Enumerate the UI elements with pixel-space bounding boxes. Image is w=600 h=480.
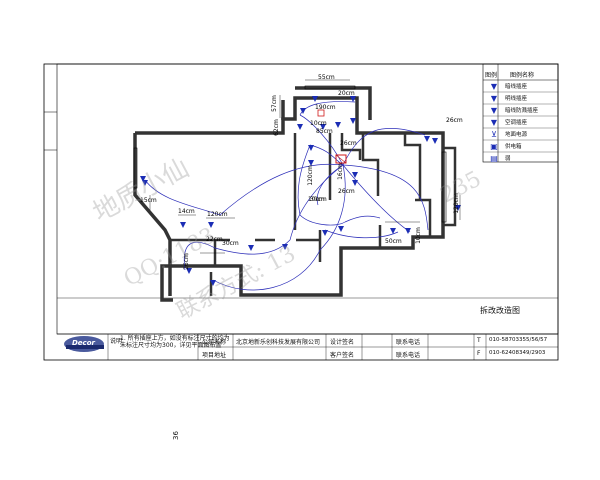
floor-plan-walls	[133, 86, 457, 302]
dim-label-85: 85cm	[316, 128, 333, 135]
notes-text-1: 1. 所有插座上方，如没有标注尺寸的均为	[120, 335, 230, 342]
dim-label-20: 20cm	[338, 90, 355, 97]
project-address-label: 项目地址	[202, 352, 227, 359]
company-logo	[64, 336, 104, 352]
legend-item: ▼ 明线插座	[487, 92, 557, 104]
legend-symbol-icon: ▣	[490, 141, 498, 151]
outlet-symbols	[140, 96, 461, 286]
legend-item: ▼ 暗线防溅插座	[487, 104, 557, 116]
dim-label-14: 14cm	[178, 208, 195, 215]
legend-item: ▣ 供电箱	[487, 140, 557, 152]
dim-label-57: 57cm	[270, 95, 278, 112]
phone-number-2: 010-62408349/2903	[489, 350, 546, 356]
legend-item-label: 地面电源	[505, 132, 528, 138]
legend-symbol-icon: ▼	[490, 117, 498, 127]
legend-symbol-icon: ▼	[490, 81, 498, 91]
legend-symbol-icon: ⊻	[491, 129, 497, 139]
dim-label-30b: 30cm	[222, 240, 239, 247]
logo-text: Decor	[72, 339, 95, 347]
dim-label-22: 22cm	[206, 236, 223, 243]
notes-text-2: 未标注尺寸均为300，详见平面图布置	[120, 342, 222, 349]
legend-item-label: 暗线防溅插座	[505, 108, 539, 114]
project-name-label: 公司名称	[202, 339, 227, 346]
legend-header-left: 图例	[485, 72, 498, 79]
dim-label-26c: 26cm	[338, 188, 355, 195]
legend-item: ▼ 空调插座	[487, 116, 557, 128]
company-name: 北京地新乐创科技发展有限公司	[236, 339, 321, 346]
legend-box	[482, 63, 559, 163]
client-label: 客户签名	[330, 352, 355, 359]
legend-item-label: 空调插座	[505, 120, 528, 126]
dim-label-30a: 30cm	[310, 196, 327, 203]
dim-label-10a: 10cm	[310, 120, 327, 127]
dimension-lines	[149, 79, 461, 254]
designer-label: 设计签名	[330, 339, 355, 346]
dim-label-120c: 120cm	[452, 193, 460, 214]
title-block	[57, 297, 558, 360]
drawing-title: 拆改改造图	[480, 306, 520, 315]
dim-label-10c: 10cm	[308, 196, 325, 203]
dim-label-55: 55cm	[318, 74, 335, 81]
fax-label: F	[477, 350, 481, 357]
legend-item: ▼ 暗线插座	[487, 80, 557, 92]
dim-label-120a: 120cm	[306, 165, 314, 186]
legend-symbol-icon: ▼	[490, 105, 498, 115]
window-marks	[133, 85, 447, 223]
dim-label-26b: 26cm	[340, 140, 357, 147]
margin-mark: 36	[171, 431, 180, 440]
legend-item-label: 明线插座	[505, 96, 528, 102]
phone-label-1: 联系电话	[396, 339, 421, 346]
phone-label-2: 联系电话	[396, 352, 421, 359]
legend-symbol-icon: ▤	[490, 153, 498, 163]
legend-symbol-icon: ▼	[490, 93, 498, 103]
dim-label-120b: 120cm	[207, 211, 228, 218]
tel-label: T	[477, 337, 481, 344]
legend-item: ▤弱	[487, 152, 557, 164]
dim-label-16: 16cm	[336, 163, 344, 180]
legend-item: ⊻ 地面电源	[487, 128, 557, 140]
notes-label: 说明	[110, 338, 123, 345]
dim-label-50: 50cm	[385, 238, 402, 245]
legend-item-label: 暗线插座	[505, 84, 528, 90]
legend-header-right: 图例名称	[510, 72, 535, 79]
dim-label-10b: 10cm	[414, 227, 422, 244]
dim-label-26a: 26cm	[446, 117, 463, 124]
legend-item-label: 供电箱	[505, 144, 522, 150]
distribution-box	[317, 109, 347, 164]
legend-item-label: 弱	[505, 156, 511, 162]
dim-label-62: 62cm	[272, 119, 280, 136]
dim-label-26d: 26cm	[182, 253, 190, 270]
phone-number-1: 010-58703355/56/57	[489, 337, 548, 343]
dim-label-15: 15cm	[140, 197, 157, 204]
dim-label-190: 190cm	[315, 104, 336, 111]
